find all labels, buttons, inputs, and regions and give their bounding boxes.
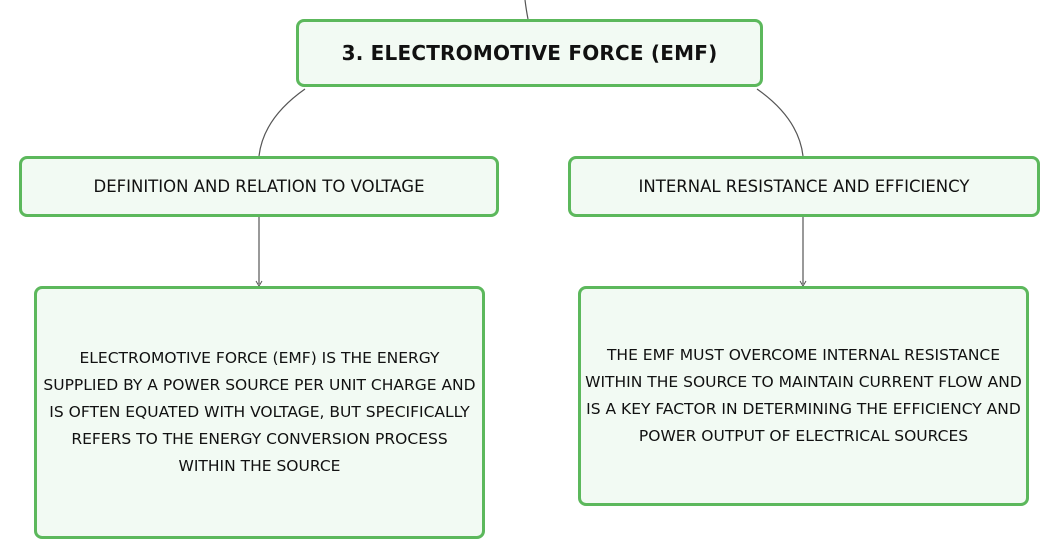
- branch-label-definition: DEFINITION AND RELATION TO VOLTAGE: [93, 177, 425, 196]
- branch-node-internal-resistance[interactable]: INTERNAL RESISTANCE AND EFFICIENCY: [568, 156, 1040, 217]
- branch-label-internal-resistance: INTERNAL RESISTANCE AND EFFICIENCY: [638, 177, 970, 196]
- connector-root-to-definition: [258, 88, 306, 157]
- detail-node-internal-resistance[interactable]: THE EMF MUST OVERCOME INTERNAL RESISTANC…: [578, 286, 1029, 506]
- connector-root-to-internal-resistance: [756, 88, 804, 157]
- root-topic-label: 3. ELECTROMOTIVE FORCE (EMF): [341, 41, 718, 65]
- detail-node-definition[interactable]: ELECTROMOTIVE FORCE (EMF) IS THE ENERGY …: [34, 286, 485, 539]
- branch-node-definition[interactable]: DEFINITION AND RELATION TO VOLTAGE: [19, 156, 499, 217]
- root-topic-node[interactable]: 3. ELECTROMOTIVE FORCE (EMF): [296, 19, 763, 87]
- detail-text-internal-resistance: THE EMF MUST OVERCOME INTERNAL RESISTANC…: [585, 346, 1022, 445]
- connector-parent-to-root: [524, 0, 529, 20]
- detail-text-definition: ELECTROMOTIVE FORCE (EMF) IS THE ENERGY …: [43, 349, 476, 475]
